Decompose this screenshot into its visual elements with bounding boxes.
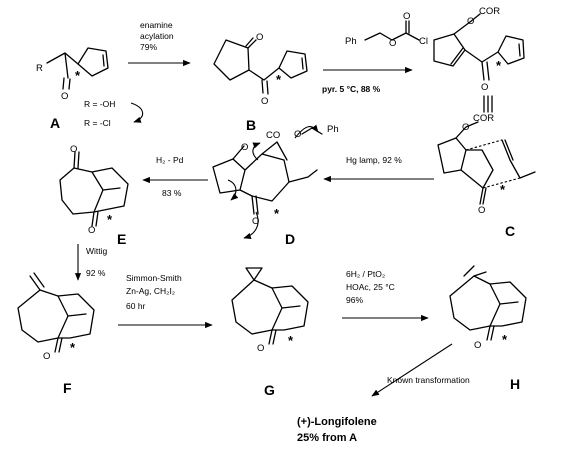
compound-g: O * G (231, 267, 309, 398)
hg-lamp-conditions: Hg lamp, 92 % (346, 155, 402, 165)
compound-e: O O * E (59, 144, 129, 247)
oxygen-enol: O (467, 16, 474, 27)
enamine-yield: 79% (140, 42, 157, 52)
hydrogenation-line-1: 6H₂ / PtO₂ (346, 269, 385, 279)
oxygen-d: O (241, 142, 248, 153)
wittig-yield: 92 % (86, 268, 106, 278)
hydrogenation-line-2: HOAc, 25 °C (346, 282, 395, 292)
known-transformation: Known transformation (387, 375, 470, 385)
oxygen-b1: O (256, 32, 263, 43)
reagent-o: O (389, 38, 396, 49)
product-name: (+)-Longifolene (297, 416, 377, 428)
reagent-cl: Cl (419, 36, 428, 47)
pyr-conditions: pyr. 5 °C, 88 % (322, 84, 381, 94)
oxygen-enol-ketone: O (481, 82, 488, 93)
label-e: E (117, 231, 126, 247)
oxygen-e2: O (88, 225, 95, 236)
enamine-line-2: acylation (140, 31, 174, 41)
compound-c: O COR O * C (437, 113, 536, 239)
h2-pd-conditions: H₂ - Pd (156, 155, 184, 165)
enamine-line-1: enamine (140, 20, 173, 30)
cor-c: COR (473, 113, 494, 124)
oxygen-d-ketone: O (252, 216, 259, 227)
label-c: C (505, 223, 515, 239)
label-f: F (63, 380, 72, 396)
label-a: A (50, 115, 60, 131)
stereocenter-g: * (288, 333, 294, 348)
oxygen-a: O (61, 91, 68, 102)
compound-enol-carbonate: O COR O * (433, 6, 525, 93)
r-conversion-arrow (130, 102, 144, 123)
stereocenter-c: * (500, 182, 506, 197)
compound-a: R O * A (36, 47, 109, 131)
simmons-smith-line-3: 60 hr (126, 301, 146, 311)
r-group: R (36, 63, 43, 74)
simmons-smith-line-1: Simmon-Smith (126, 273, 182, 283)
label-h: H (510, 376, 520, 392)
oxygen-c: O (462, 122, 469, 133)
hydrogenation-yield: 96% (346, 295, 363, 305)
stereocenter-enol: * (496, 58, 502, 73)
oxygen-d-benzyl: O (294, 129, 301, 140)
cor-enol: COR (479, 6, 500, 17)
label-b: B (246, 117, 256, 133)
label-g: G (264, 382, 275, 398)
equivalence-sign (483, 95, 493, 113)
stereocenter-d: * (274, 206, 280, 221)
stereocenter-h: * (502, 332, 508, 347)
oxygen-h: O (474, 340, 481, 351)
product-yield: 25% from A (297, 432, 357, 444)
simmons-smith-line-2: Zn-Ag, CH₂I₂ (126, 286, 175, 296)
arrow-h-longifolene (371, 343, 453, 397)
compound-d: O CO O Ph O * D (212, 124, 339, 247)
ph-d: Ph (327, 124, 339, 135)
compound-f: O * F (17, 272, 95, 396)
note-r-oh: R = -OH (84, 99, 115, 109)
compound-h: O * H (449, 265, 527, 392)
oxygen-e1: O (70, 144, 77, 155)
oxygen-g: O (257, 343, 264, 354)
stereocenter-f: * (70, 340, 76, 355)
co-d: CO (266, 130, 280, 141)
oxygen-c-ketone: O (478, 205, 485, 216)
h2-pd-yield: 83 % (162, 188, 182, 198)
reagent-ph: Ph (345, 36, 357, 47)
reagent-cbz-cl: Ph O O Cl (345, 11, 428, 49)
stereocenter-a: * (75, 68, 81, 83)
compound-b: O O * B (213, 32, 308, 133)
label-d: D (285, 231, 295, 247)
oxygen-f: O (43, 351, 50, 362)
wittig-conditions: Wittig (86, 246, 108, 256)
stereocenter-e: * (107, 212, 113, 227)
oxygen-b2: O (261, 96, 268, 107)
note-r-cl: R = -Cl (84, 118, 111, 128)
stereocenter-b: * (276, 72, 282, 87)
reagent-carbonyl-o: O (403, 11, 410, 22)
